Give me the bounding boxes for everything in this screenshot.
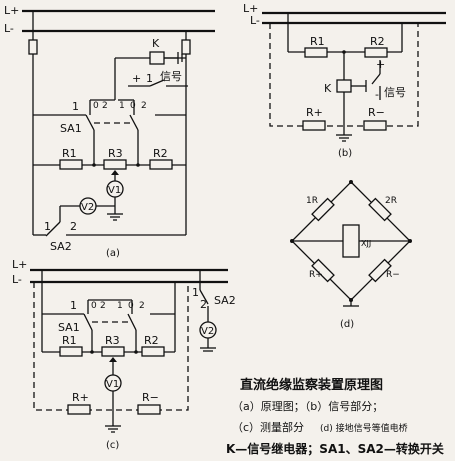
- label-r1-b: R1: [310, 35, 325, 48]
- panel-c: L+ L- 1 0 2 1 0 2 SA1 R1 R3 R2: [12, 258, 236, 451]
- label-v2-a: V2: [81, 202, 94, 213]
- label-sa1-a: SA1: [60, 122, 82, 135]
- fuse-left-a: [28, 39, 38, 55]
- label-r3-a: R3: [108, 147, 123, 160]
- caption-b: (b): [338, 148, 352, 159]
- label-r1-c: R1: [62, 334, 77, 347]
- label-xjj: XJJ: [361, 239, 371, 248]
- legend: 直流绝缘监察装置原理图 （a）原理图；（b）信号部分； （c）测量部分 (d) …: [226, 377, 444, 456]
- label-l-minus-a: L-: [4, 22, 14, 35]
- label-sa2-c: SA2: [214, 294, 236, 307]
- resistor-r1-b: [304, 47, 328, 58]
- label-sa1-t2-a: 2: [102, 101, 108, 111]
- label-sa1-t0-a: 0: [93, 101, 99, 111]
- caption-c: (c): [106, 440, 119, 451]
- label-r-minus-b: R−: [368, 106, 385, 119]
- label-v1-a: V1: [108, 185, 121, 196]
- label-r2-c: R2: [144, 334, 159, 347]
- label-l-plus-c: L+: [12, 258, 27, 271]
- resistor-r2-b: [364, 47, 388, 58]
- caption-a: (a): [106, 248, 120, 259]
- fuse-right-a: [181, 39, 191, 55]
- resistor-r1-a: [59, 159, 83, 170]
- label-sa2-t2-c: 2: [200, 298, 207, 311]
- resistor-r-plus-c: [67, 404, 91, 415]
- label-sa1-t2b-a: 2: [141, 101, 147, 111]
- label-r3-c: R3: [105, 334, 120, 347]
- label-sa2-t1-a: 1: [44, 220, 51, 233]
- label-k-a: K: [152, 37, 160, 50]
- label-sa1-t0b-c: 0: [128, 301, 134, 311]
- label-sa2-t2-a: 2: [70, 220, 77, 233]
- label-sa1-t1b-c: 1: [117, 301, 123, 311]
- panel-b: L+ L- R1 R2 K + - 信号 R+ R− (b): [243, 2, 446, 159]
- label-r2-a: R2: [153, 147, 168, 160]
- label-sa1-t0b-a: 0: [130, 101, 136, 111]
- resistor-r2-c: [141, 346, 165, 357]
- label-sa1-c: SA1: [58, 321, 80, 334]
- relay-xjj-d: [342, 224, 360, 258]
- legend-line2-small: (d) 接地信号等值电桥: [320, 422, 408, 434]
- resistor-r3-a: [103, 159, 127, 170]
- label-sa1-t2-c: 2: [100, 301, 106, 311]
- bridge-resistor-rminus: [368, 258, 392, 283]
- label-k-b: K: [324, 82, 332, 95]
- label-bridge-rminus: R−: [386, 270, 400, 280]
- label-signal-b: 信号: [384, 86, 406, 99]
- legend-title: 直流绝缘监察装置原理图: [240, 377, 383, 393]
- resistor-r-minus-c: [137, 404, 161, 415]
- label-bridge-1r: 1R: [306, 196, 318, 206]
- label-r1-a: R1: [62, 147, 77, 160]
- label-sa1-t1b-a: 1: [119, 101, 125, 111]
- panel-d: 1R 2R R+ R− XJJ (d): [290, 180, 412, 330]
- relay-k-a: [149, 51, 165, 65]
- resistor-r-plus-b: [302, 120, 326, 131]
- legend-line2: （c）测量部分: [232, 420, 304, 434]
- label-signal-a: 信号: [160, 70, 182, 83]
- legend-line3: K—信号继电器；SA1、SA2—转换开关: [226, 441, 444, 456]
- caption-d: (d): [340, 319, 354, 330]
- panel-a: L+ L- K + 信号 1 1 0 2 1 0 2: [4, 4, 215, 259]
- legend-line1: （a）原理图；（b）信号部分；: [232, 399, 383, 413]
- relay-k-b: [336, 79, 352, 93]
- resistor-r-minus-b: [363, 120, 387, 131]
- label-r2-b: R2: [370, 35, 385, 48]
- label-r-plus-c: R+: [72, 391, 89, 404]
- resistor-r1-c: [59, 346, 83, 357]
- label-bridge-rplus: R+: [309, 270, 323, 280]
- label-sa1-t0-c: 0: [91, 301, 97, 311]
- label-sa1-t2b-c: 2: [139, 301, 145, 311]
- label-r-minus-c: R−: [142, 391, 159, 404]
- label-v1-c: V1: [106, 379, 119, 390]
- label-l-plus-b: L+: [243, 2, 258, 15]
- resistor-r3-c: [101, 346, 125, 357]
- label-bridge-2r: 2R: [385, 196, 397, 206]
- resistor-r2-a: [149, 159, 173, 170]
- label-l-plus-a: L+: [4, 4, 19, 17]
- bridge-resistor-1r: [311, 197, 335, 222]
- label-sa2-a: SA2: [50, 240, 72, 253]
- label-sa1-t1-a: 1: [72, 100, 79, 113]
- label-l-minus-c: L-: [12, 273, 22, 286]
- label-sa2-t1-c: 1: [192, 286, 199, 299]
- label-minus-b: -: [375, 88, 379, 101]
- bridge-resistor-rplus: [311, 258, 335, 283]
- label-one-a: 1: [146, 72, 153, 85]
- label-v2-c: V2: [201, 326, 214, 337]
- label-l-minus-b: L-: [250, 14, 260, 27]
- bridge-resistor-2r: [368, 197, 392, 222]
- label-sa1-t1-c: 1: [70, 299, 77, 312]
- label-r-plus-b: R+: [306, 106, 323, 119]
- label-plus-a: +: [132, 72, 141, 85]
